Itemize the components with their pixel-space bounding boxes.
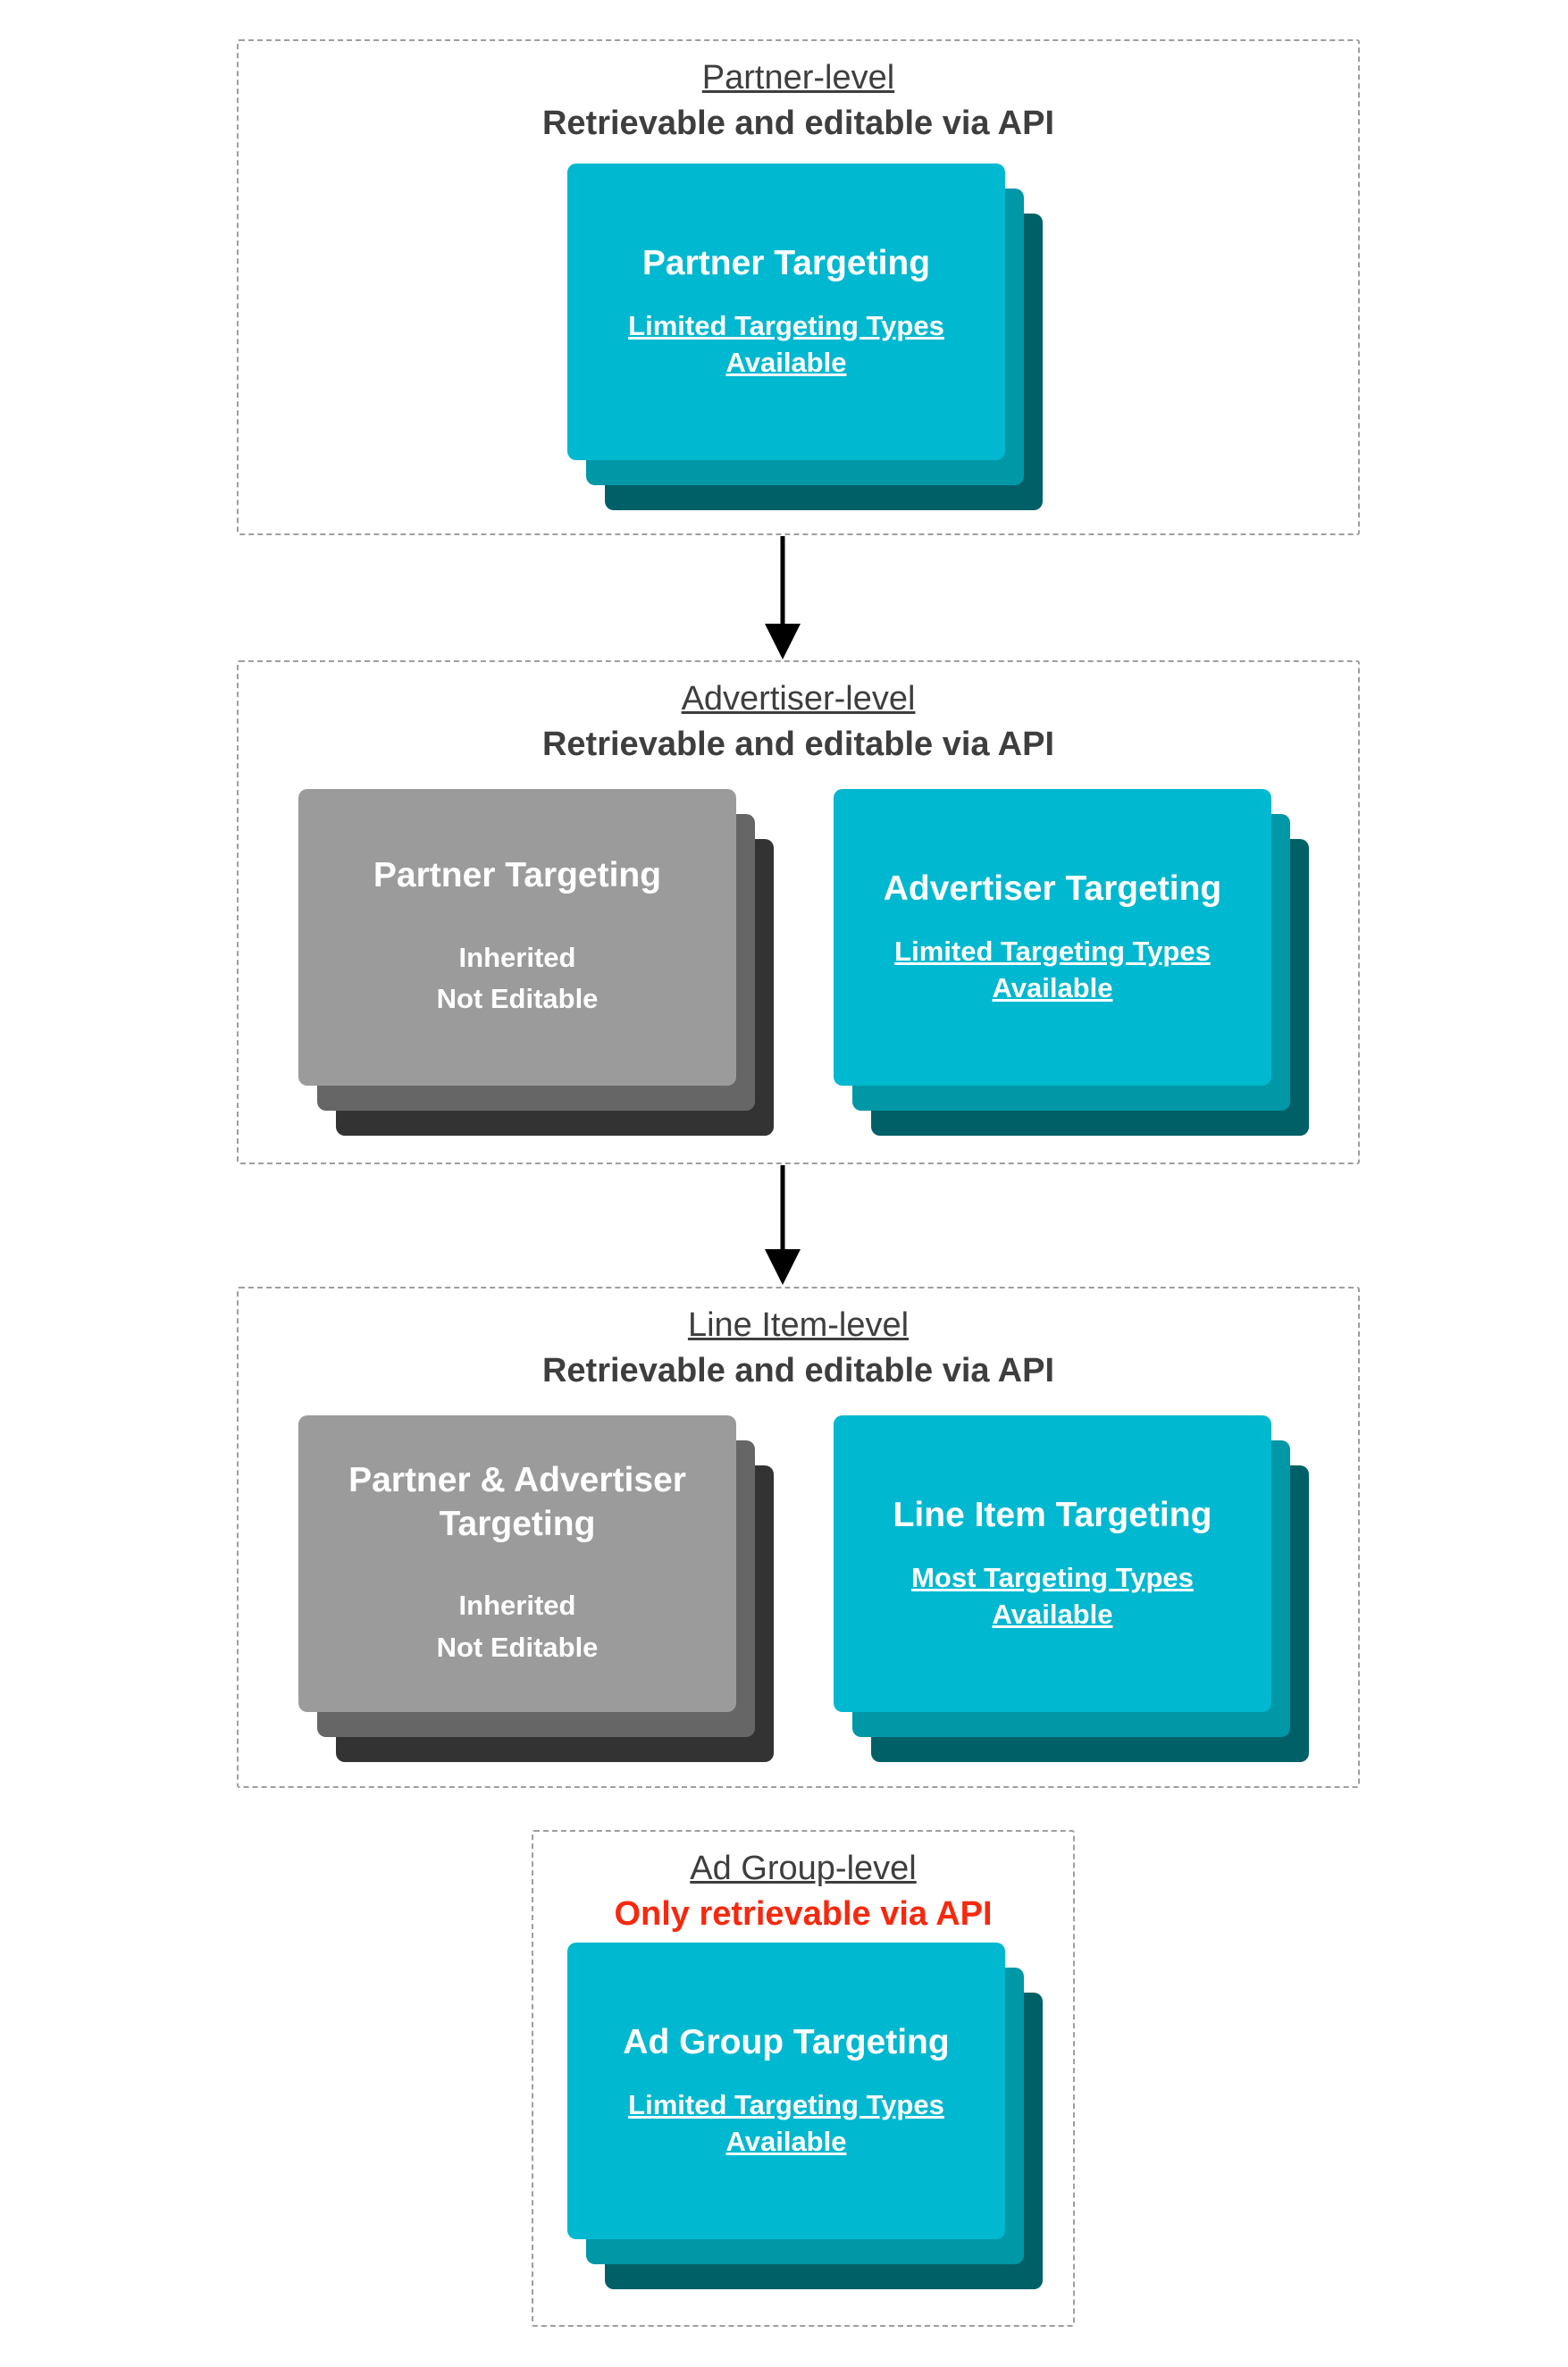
targeting-card: Ad Group Targeting Limited Targeting Typ… — [567, 1943, 1005, 2239]
section-header: Partner-level Retrievable and editable v… — [239, 55, 1358, 147]
section-header: Advertiser-level Retrievable and editabl… — [239, 676, 1358, 768]
flow-arrow-down — [763, 1165, 802, 1285]
card-stack-line-item-targeting: Line Item Targeting Most Targeting Types… — [834, 1415, 1309, 1762]
card-subtitle: Inherited Not Editable — [437, 937, 599, 1020]
card-stack-partner-targeting: Partner Targeting Limited Targeting Type… — [567, 164, 1043, 510]
section-subheading: Retrievable and editable via API — [541, 1352, 1055, 1390]
flow-arrow-down — [763, 536, 802, 659]
card-title: Partner & Advertiser Targeting — [348, 1460, 686, 1543]
section-heading: Ad Group-level — [690, 1850, 917, 1887]
card-subtitle: Limited Targeting Types Available — [894, 934, 1211, 1007]
card-subtitle-line: Available — [992, 1599, 1113, 1631]
card-stack-advertiser-targeting: Advertiser Targeting Limited Targeting T… — [834, 789, 1309, 1136]
card-subtitle-line: Inherited — [458, 1590, 576, 1622]
card-subtitle: Limited Targeting Types Available — [628, 308, 944, 382]
section-heading: Advertiser-level — [681, 680, 916, 718]
card-title: Ad Group Targeting — [623, 2022, 950, 2061]
section-header: Line Item-level Retrievable and editable… — [239, 1303, 1358, 1395]
section-subheading: Retrievable and editable via API — [541, 726, 1055, 764]
targeting-card: Partner & Advertiser Targeting Inherited… — [298, 1415, 736, 1712]
card-subtitle: Inherited Not Editable — [437, 1585, 599, 1668]
arrow-shaft — [780, 1165, 785, 1255]
section-partner-level: Partner-level Retrievable and editable v… — [237, 39, 1360, 535]
card-title: Line Item Targeting — [893, 1495, 1212, 1534]
card-subtitle-line: Not Editable — [436, 1631, 599, 1663]
section-subheading: Retrievable and editable via API — [541, 105, 1055, 143]
card-subtitle-line: Available — [725, 347, 847, 379]
section-heading: Partner-level — [701, 59, 895, 97]
section-subheading: Only retrievable via API — [614, 1895, 993, 1934]
card-subtitle-line: Available — [725, 2126, 847, 2158]
section-advertiser-level: Advertiser-level Retrievable and editabl… — [237, 660, 1360, 1164]
targeting-card: Partner Targeting Inherited Not Editable — [298, 789, 736, 1086]
card-subtitle-line: Limited Targeting Types — [628, 2089, 944, 2121]
arrow-head-icon — [765, 624, 801, 659]
section-heading: Line Item-level — [687, 1306, 910, 1344]
card-title: Partner Targeting — [641, 243, 931, 282]
card-subtitle-line: Limited Targeting Types — [628, 310, 944, 342]
card-stack-inherited-partner-advertiser-targeting: Partner & Advertiser Targeting Inherited… — [298, 1415, 774, 1762]
section-line-item-level: Line Item-level Retrievable and editable… — [237, 1287, 1360, 1788]
targeting-card: Line Item Targeting Most Targeting Types… — [834, 1415, 1271, 1712]
targeting-card: Partner Targeting Limited Targeting Type… — [567, 164, 1005, 460]
card-stack-inherited-partner-targeting: Partner Targeting Inherited Not Editable — [298, 789, 774, 1136]
section-ad-group-level: Ad Group-level Only retrievable via API … — [532, 1830, 1075, 2327]
arrow-shaft — [780, 536, 785, 629]
card-stack-ad-group-targeting: Ad Group Targeting Limited Targeting Typ… — [567, 1943, 1043, 2289]
card-subtitle: Most Targeting Types Available — [911, 1560, 1194, 1633]
section-header: Ad Group-level Only retrievable via API — [533, 1846, 1073, 1938]
card-subtitle: Limited Targeting Types Available — [628, 2087, 944, 2161]
card-subtitle-line: Not Editable — [436, 983, 599, 1015]
card-subtitle-line: Limited Targeting Types — [894, 936, 1211, 968]
card-subtitle-line: Inherited — [458, 941, 576, 973]
card-title: Advertiser Targeting — [883, 869, 1222, 908]
card-subtitle-line: Available — [992, 972, 1113, 1004]
arrow-head-icon — [765, 1249, 801, 1285]
card-subtitle-line: Most Targeting Types — [911, 1562, 1194, 1594]
targeting-card: Advertiser Targeting Limited Targeting T… — [834, 789, 1271, 1086]
card-title: Partner Targeting — [373, 856, 662, 895]
